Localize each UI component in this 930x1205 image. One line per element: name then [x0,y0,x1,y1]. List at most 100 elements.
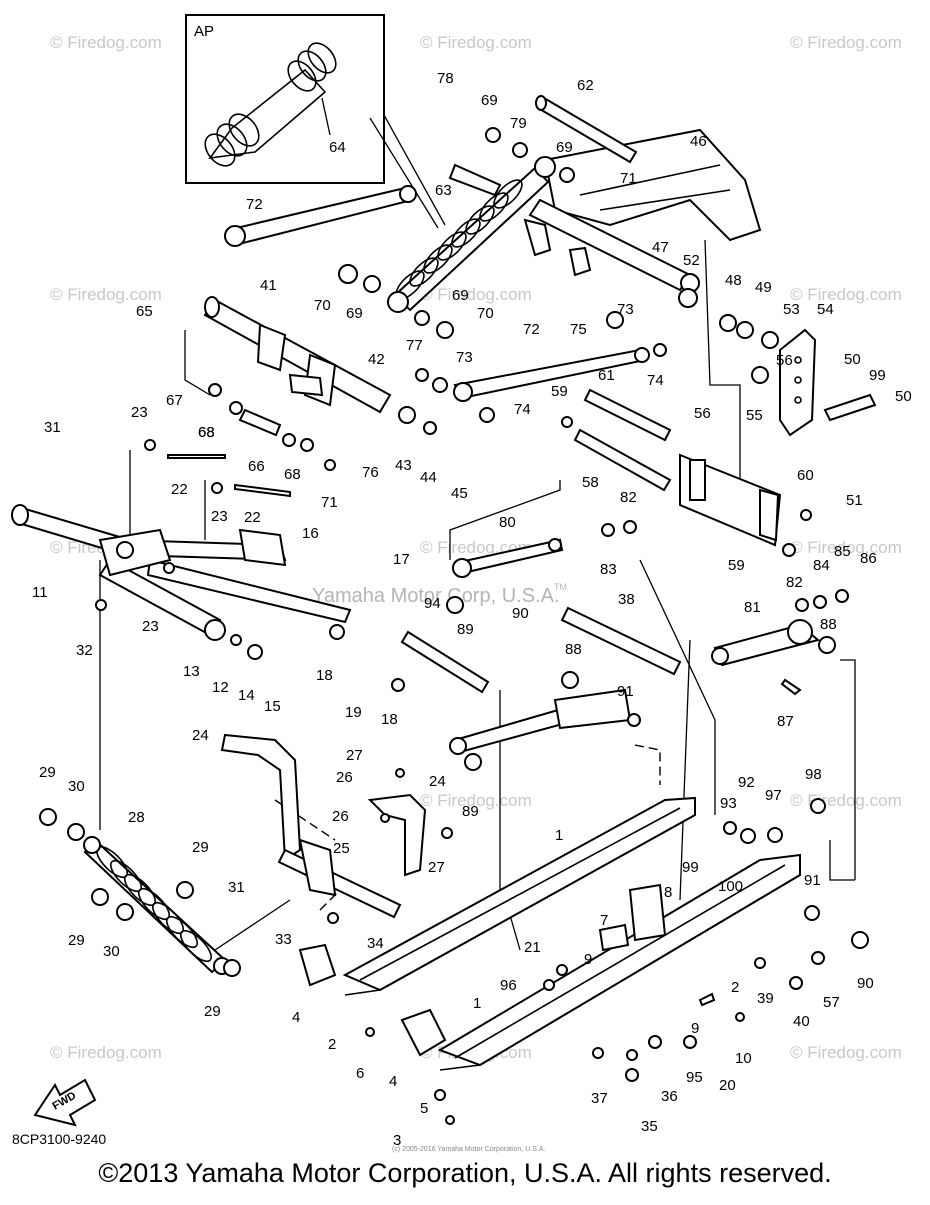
callout-26: 26 [332,808,349,825]
callout-79: 79 [510,115,527,132]
rear-shock [387,156,556,313]
lever-81 [711,619,821,667]
callout-3: 3 [393,1132,401,1149]
callout-55: 55 [746,407,763,424]
callout-layer: 78 69 79 62 69 71 46 64 72 63 47 52 48 4… [32,70,912,1149]
callout-16: 16 [302,525,319,542]
callout-43: 43 [395,457,412,474]
callout-14: 14 [238,687,255,704]
callout-15: 15 [264,698,281,715]
callout-22: 22 [244,509,261,526]
callout-37: 37 [591,1090,608,1107]
watermark: © Firedog.com [50,33,162,52]
callout-74: 74 [514,401,531,418]
bracket-53-54 [779,328,877,437]
callout-84: 84 [813,557,830,574]
callout-52: 52 [683,252,700,269]
callout-71: 71 [620,170,637,187]
link-72-middle [453,347,650,402]
block-7-8 [598,883,667,952]
callout-1: 1 [473,995,481,1012]
callout-62: 62 [577,77,594,94]
inset-ap: AP [185,14,446,229]
callout-34: 34 [367,935,384,952]
inset-label: AP [194,23,214,40]
callout-92: 92 [738,774,755,791]
callout-38: 38 [618,591,635,608]
callout-82: 82 [786,574,803,591]
callout-49: 49 [755,279,772,296]
callout-66: 66 [248,458,265,475]
link-72-upper [224,185,417,247]
callout-57: 57 [823,994,840,1011]
callout-97: 97 [765,787,782,804]
callout-39: 39 [757,990,774,1007]
callout-94: 94 [424,595,441,612]
callout-40: 40 [793,1013,810,1030]
callout-86: 86 [860,550,877,567]
callout-89: 89 [462,803,479,820]
callout-59: 59 [551,383,568,400]
bracket-56 [679,453,782,547]
fwd-arrow: FWD [33,1078,97,1127]
callout-42: 42 [368,351,385,368]
callout-23: 23 [211,508,228,525]
callout-21: 21 [524,939,541,956]
callout-4: 4 [389,1073,397,1090]
callout-29: 29 [192,839,209,856]
damper-91 [449,688,632,755]
callout-95: 95 [686,1069,703,1086]
callout-56: 56 [776,352,793,369]
callout-45: 45 [451,485,468,502]
callout-18: 18 [381,711,398,728]
callout-71: 71 [321,494,338,511]
callout-77: 77 [406,337,423,354]
callout-73: 73 [456,349,473,366]
rod-94 [400,630,490,694]
front-arm-11 [11,504,352,641]
callout-68: 68 [198,424,215,441]
callout-85: 85 [834,543,851,560]
fine-print: (c) 2005-2016 Yamaha Motor Corporation, … [392,1146,546,1153]
rod-62 [535,95,638,164]
callout-69: 69 [346,305,363,322]
callout-68: 68 [284,466,301,483]
callout-87: 87 [777,713,794,730]
watermark: © Firedog.com [420,285,532,304]
callout-98: 98 [805,766,822,783]
callout-72: 72 [246,196,263,213]
callout-46: 46 [690,133,707,150]
callout-29: 29 [68,932,85,949]
rod-38 [560,606,682,676]
callout-100: 100 [718,878,743,895]
callout-59: 59 [728,557,745,574]
callout-20: 20 [719,1077,736,1094]
callout-51: 51 [846,492,863,509]
watermark: © Firedog.com [790,33,902,52]
callout-31: 31 [44,419,61,436]
callout-91: 91 [804,872,821,889]
rod-80 [452,538,564,578]
callout-33: 33 [275,931,292,948]
callout-56: 56 [694,405,711,422]
callout-31: 31 [228,879,245,896]
watermark: © Firedog.com [420,33,532,52]
callout-99: 99 [869,367,886,384]
callout-2: 2 [328,1036,336,1053]
callout-53: 53 [783,301,800,318]
callout-48: 48 [725,272,742,289]
callout-58: 58 [582,474,599,491]
copyright-notice: ©2013 Yamaha Motor Corporation, U.S.A. A… [98,1158,832,1188]
callout-50: 50 [895,388,912,405]
callout-69: 69 [481,92,498,109]
callout-99: 99 [682,859,699,876]
callout-5: 5 [420,1100,428,1117]
assembly-lines [99,239,856,961]
callout-2: 2 [731,979,739,996]
callout-78: 78 [437,70,454,87]
callout-13: 13 [183,663,200,680]
watermark: © Firedog.com [790,791,902,810]
callout-29: 29 [204,1003,221,1020]
callout-36: 36 [661,1088,678,1105]
